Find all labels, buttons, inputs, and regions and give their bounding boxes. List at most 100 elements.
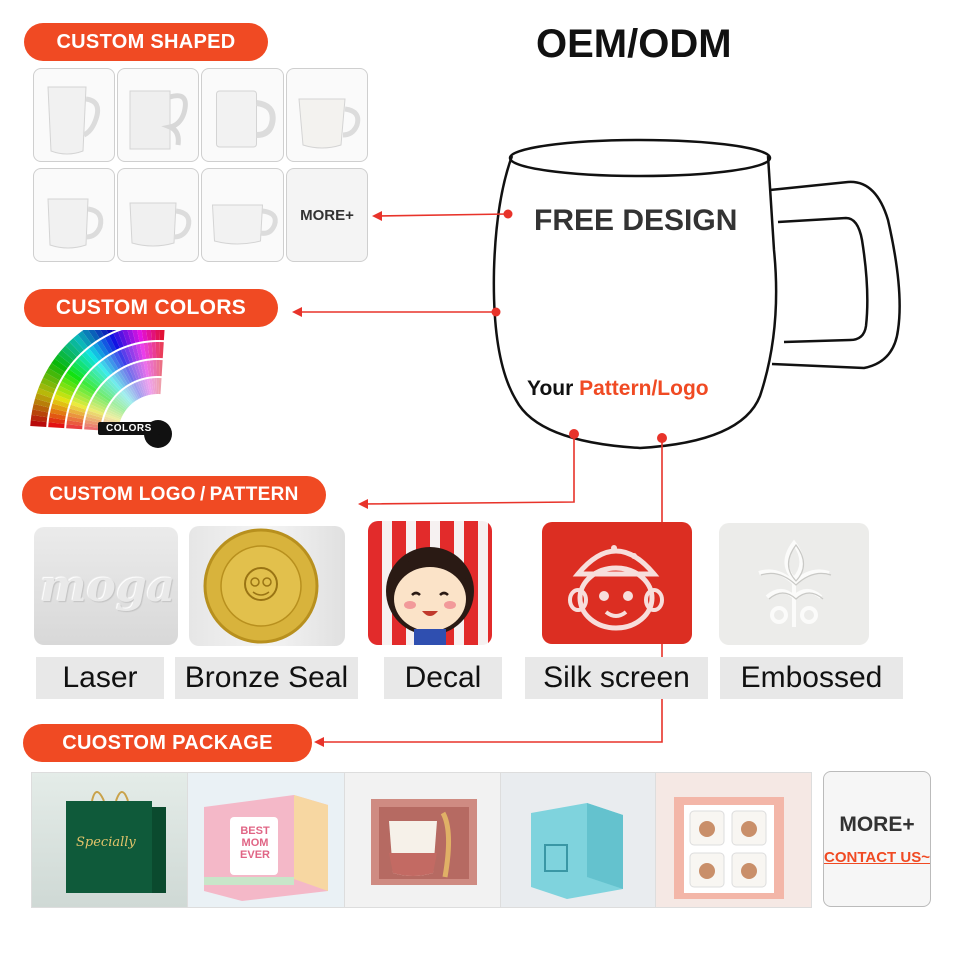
color-swatch: [102, 382, 116, 396]
color-swatch: [84, 426, 101, 431]
color-swatch: [152, 360, 157, 377]
color-swatch: [126, 327, 136, 344]
package-pink-box[interactable]: BEST MOM EVER: [187, 772, 345, 908]
color-swatch: [117, 349, 128, 366]
color-swatch: [90, 401, 106, 411]
color-swatch: [124, 346, 134, 364]
color-swatch: [107, 407, 123, 417]
mug-shape-thumb[interactable]: [33, 168, 115, 262]
bronze-seal-sample: [189, 526, 345, 646]
color-swatch: [73, 393, 90, 404]
mug-shape-thumb[interactable]: [201, 168, 284, 262]
color-swatch: [59, 381, 76, 393]
color-swatch: [120, 348, 131, 365]
mug-shape-thumb[interactable]: [201, 68, 284, 162]
color-swatch: [61, 377, 78, 390]
color-swatch: [159, 342, 164, 359]
package-wooden-box[interactable]: [344, 772, 502, 908]
color-swatch: [82, 327, 96, 344]
laser-engraving-text: moga: [40, 561, 176, 612]
color-swatch: [112, 399, 127, 411]
color-swatch: [96, 340, 110, 356]
cartoon-girl-icon: [386, 547, 474, 645]
color-swatch: [48, 363, 65, 377]
color-swatch: [86, 410, 104, 418]
color-swatch: [130, 363, 140, 380]
pink-box-text: BEST MOM EVER: [240, 825, 270, 861]
color-swatch: [109, 376, 122, 391]
mug-set-icon: [674, 797, 784, 899]
package-green-gift-box[interactable]: Specially: [31, 772, 188, 908]
free-design-text: FREE DESIGN: [534, 204, 738, 237]
color-swatch: [77, 386, 93, 398]
mug-shape-thumb[interactable]: [117, 68, 199, 162]
color-swatch: [91, 398, 108, 409]
color-swatch: [78, 354, 93, 370]
color-swatch: [108, 405, 124, 415]
more-packages-contact[interactable]: MORE+ CONTACT US~: [823, 771, 931, 907]
color-swatch: [130, 383, 141, 399]
color-swatch: [69, 404, 86, 413]
color-swatch: [122, 367, 133, 384]
color-swatch: [128, 365, 137, 381]
your-text: Your: [527, 377, 574, 400]
color-swatch: [105, 411, 122, 420]
package-four-mug-set[interactable]: [655, 772, 812, 908]
color-swatch: [36, 387, 54, 399]
color-swatch: [66, 420, 83, 426]
color-fan: COLORS: [8, 306, 198, 450]
color-swatch: [154, 378, 158, 395]
color-swatch: [100, 337, 113, 354]
color-swatch: [143, 342, 150, 359]
color-swatch: [85, 348, 99, 364]
color-swatch: [85, 416, 102, 423]
color-swatch: [51, 358, 68, 373]
embossed-ornament-icon: [758, 539, 832, 627]
colors-label: COLORS: [98, 422, 160, 435]
color-swatch: [144, 379, 151, 396]
mug-shape-thumb[interactable]: [33, 68, 115, 162]
color-swatch: [104, 380, 118, 395]
green-box-text: Specially: [76, 835, 136, 850]
color-swatch: [87, 407, 104, 416]
color-swatch: [114, 372, 126, 388]
color-swatch: [50, 408, 67, 416]
color-swatch: [67, 412, 85, 420]
more-shapes-button[interactable]: MORE+: [286, 168, 368, 262]
mug-shape-thumb[interactable]: [286, 68, 368, 162]
color-swatch: [155, 342, 160, 359]
color-swatch: [45, 367, 63, 381]
color-swatch: [131, 326, 140, 343]
color-swatch: [51, 403, 68, 412]
color-swatch: [113, 351, 125, 368]
color-swatch: [100, 359, 113, 375]
color-swatch: [135, 343, 143, 361]
embossed-sample: [719, 523, 869, 645]
color-swatch: [100, 385, 115, 398]
color-swatch: [88, 370, 103, 385]
color-swatch: [122, 328, 132, 346]
color-swatch: [94, 364, 108, 380]
color-swatch: [75, 358, 90, 373]
package-blue-box[interactable]: [500, 772, 657, 908]
custom-package-badge: CUOSTOM PACKAGE: [23, 724, 312, 762]
color-swatch: [96, 390, 112, 402]
bronze-seal-label: Bronze Seal: [175, 657, 358, 699]
color-swatch: [114, 397, 128, 410]
color-swatch: [91, 367, 106, 382]
mug-shape-thumb[interactable]: [117, 168, 199, 262]
color-swatch: [33, 398, 51, 408]
wooden-box-icon: [371, 799, 477, 885]
color-swatch: [125, 366, 135, 383]
color-swatch: [104, 416, 121, 423]
color-swatch: [115, 395, 130, 408]
custom-logo-badge: CUSTOM LOGO / PATTERN: [22, 476, 326, 514]
color-swatch: [128, 345, 137, 363]
laser-sample: moga: [34, 527, 178, 645]
color-swatch: [98, 387, 113, 400]
color-swatch: [69, 365, 85, 379]
contact-us-link[interactable]: CONTACT US~: [824, 848, 930, 866]
color-swatch: [70, 400, 88, 410]
color-swatch: [133, 382, 142, 399]
